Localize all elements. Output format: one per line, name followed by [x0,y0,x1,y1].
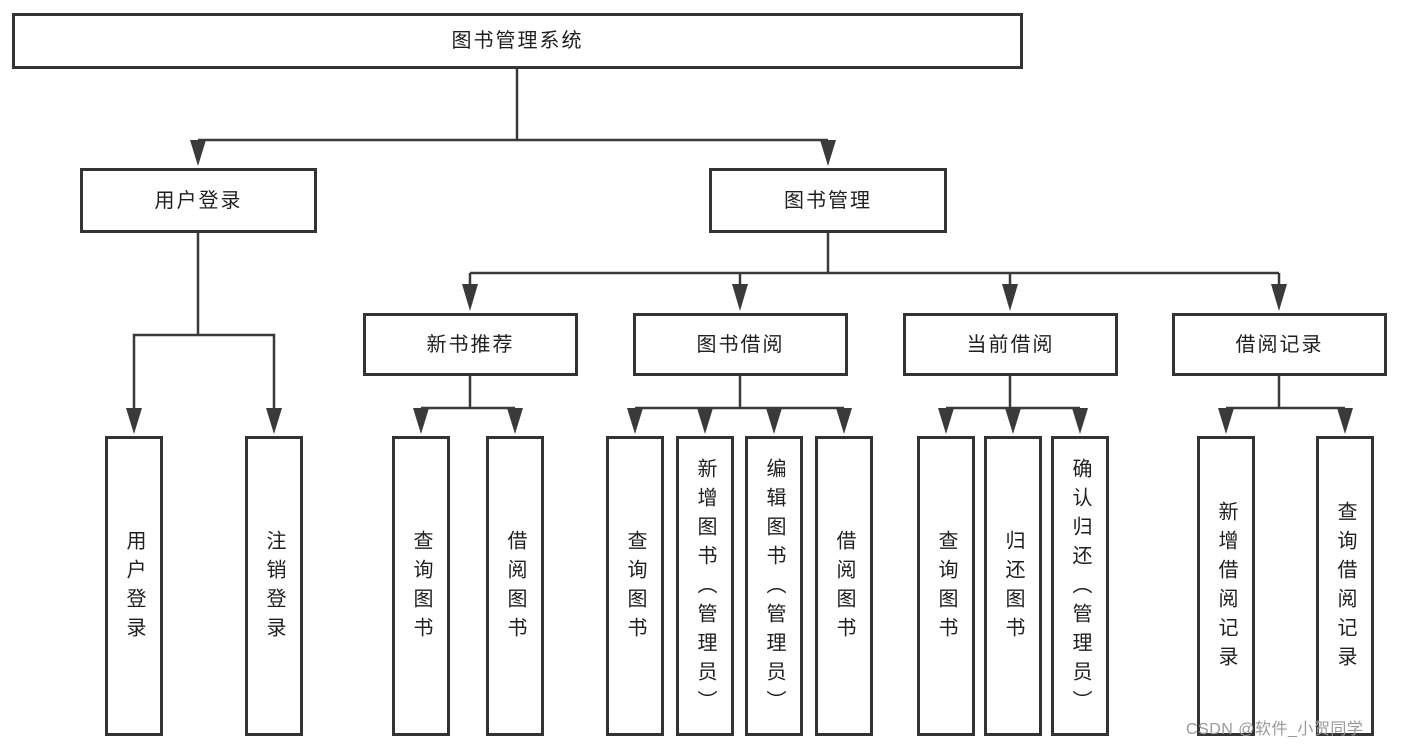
leaf-query-borrow-record: 查询借阅记录 [1316,436,1374,736]
node-borrow-records: 借阅记录 [1172,313,1387,376]
node-book-borrow: 图书借阅 [633,313,848,376]
leaf-query-book-current: 查询图书 [917,436,975,736]
node-user-login: 用户登录 [80,168,317,233]
node-current-borrow: 当前借阅 [903,313,1118,376]
node-book-management: 图书管理 [709,168,947,233]
leaf-borrow-book: 借阅图书 [815,436,873,736]
csdn-watermark: CSDN @软件_小贺同学 [1186,721,1364,738]
leaf-confirm-return-admin: 确认归还（管理员） [1051,436,1109,736]
leaf-user-login: 用户登录 [105,436,163,736]
leaf-logout: 注销登录 [245,436,303,736]
leaf-add-book-admin: 新增图书（管理员） [676,436,734,736]
leaf-query-book-borrow: 查询图书 [606,436,664,736]
node-library-management-system: 图书管理系统 [12,13,1023,69]
leaf-query-book-recommend: 查询图书 [392,436,450,736]
leaf-return-book: 归还图书 [984,436,1042,736]
node-new-book-recommend: 新书推荐 [363,313,578,376]
leaf-borrow-book-recommend: 借阅图书 [486,436,544,736]
leaf-add-borrow-record: 新增借阅记录 [1197,436,1255,736]
leaf-edit-book-admin: 编辑图书（管理员） [745,436,803,736]
